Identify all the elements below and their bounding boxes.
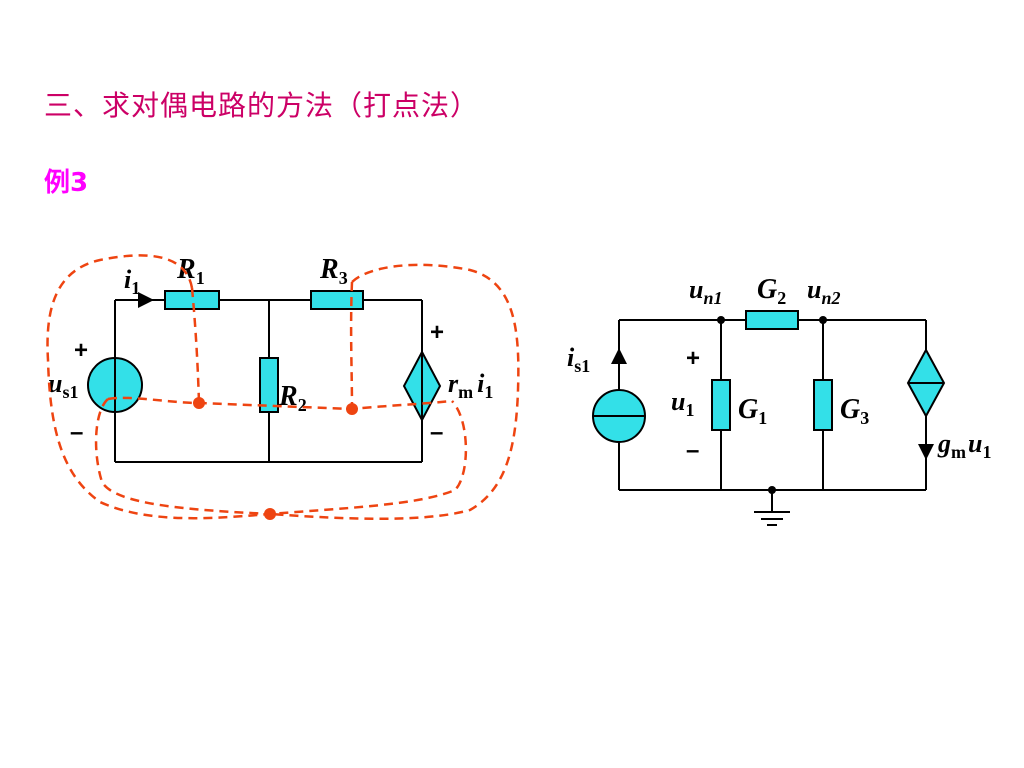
conductance-g1 bbox=[711, 379, 731, 431]
vccs-diamond bbox=[906, 347, 946, 419]
ccvs-diamond bbox=[402, 349, 442, 423]
dot-reference-node bbox=[264, 508, 276, 520]
left-wires bbox=[114, 299, 423, 463]
label-g1: G1 bbox=[738, 394, 767, 428]
label-r2: R2 bbox=[278, 381, 307, 415]
voltage-source-us1 bbox=[87, 357, 143, 413]
source-plus: + bbox=[74, 337, 88, 364]
label-un2: un2 bbox=[807, 275, 840, 308]
label-u1: u1 bbox=[671, 387, 694, 420]
node-un1-dot bbox=[717, 316, 725, 324]
u1-minus: – bbox=[686, 437, 699, 464]
example-label: 例3 bbox=[44, 168, 89, 198]
right-circuit: un1 G2 un2 is1 + u1 – G1 G3 gmu1 bbox=[567, 274, 991, 526]
label-g2: G2 bbox=[757, 274, 786, 308]
label-un1: un1 bbox=[689, 275, 722, 308]
node-ground-dot bbox=[768, 486, 776, 494]
label-i1: i1 bbox=[124, 265, 140, 298]
ccvs-minus: – bbox=[430, 419, 443, 446]
node-un2-dot bbox=[819, 316, 827, 324]
resistor-r3 bbox=[310, 290, 364, 310]
label-g3: G3 bbox=[840, 394, 869, 428]
label-r1: R1 bbox=[176, 254, 205, 288]
source-minus: – bbox=[70, 419, 83, 446]
right-wires bbox=[618, 319, 927, 512]
label-is1: is1 bbox=[567, 343, 590, 376]
dot-node-2 bbox=[346, 403, 358, 415]
label-r3: R3 bbox=[319, 254, 348, 288]
conductance-g3 bbox=[813, 379, 833, 431]
conductance-g2 bbox=[745, 310, 799, 330]
resistor-r2 bbox=[259, 357, 279, 413]
u1-plus: + bbox=[686, 345, 700, 372]
current-source-is1 bbox=[592, 389, 646, 443]
ground-icon bbox=[754, 511, 790, 526]
page-title: 三、求对偶电路的方法（打点法） bbox=[44, 89, 480, 122]
ccvs-plus: + bbox=[430, 319, 444, 346]
label-us1: us1 bbox=[48, 369, 78, 402]
dual-dots bbox=[193, 397, 358, 520]
label-gm-u1: gmu1 bbox=[937, 429, 991, 462]
dot-node-1 bbox=[193, 397, 205, 409]
